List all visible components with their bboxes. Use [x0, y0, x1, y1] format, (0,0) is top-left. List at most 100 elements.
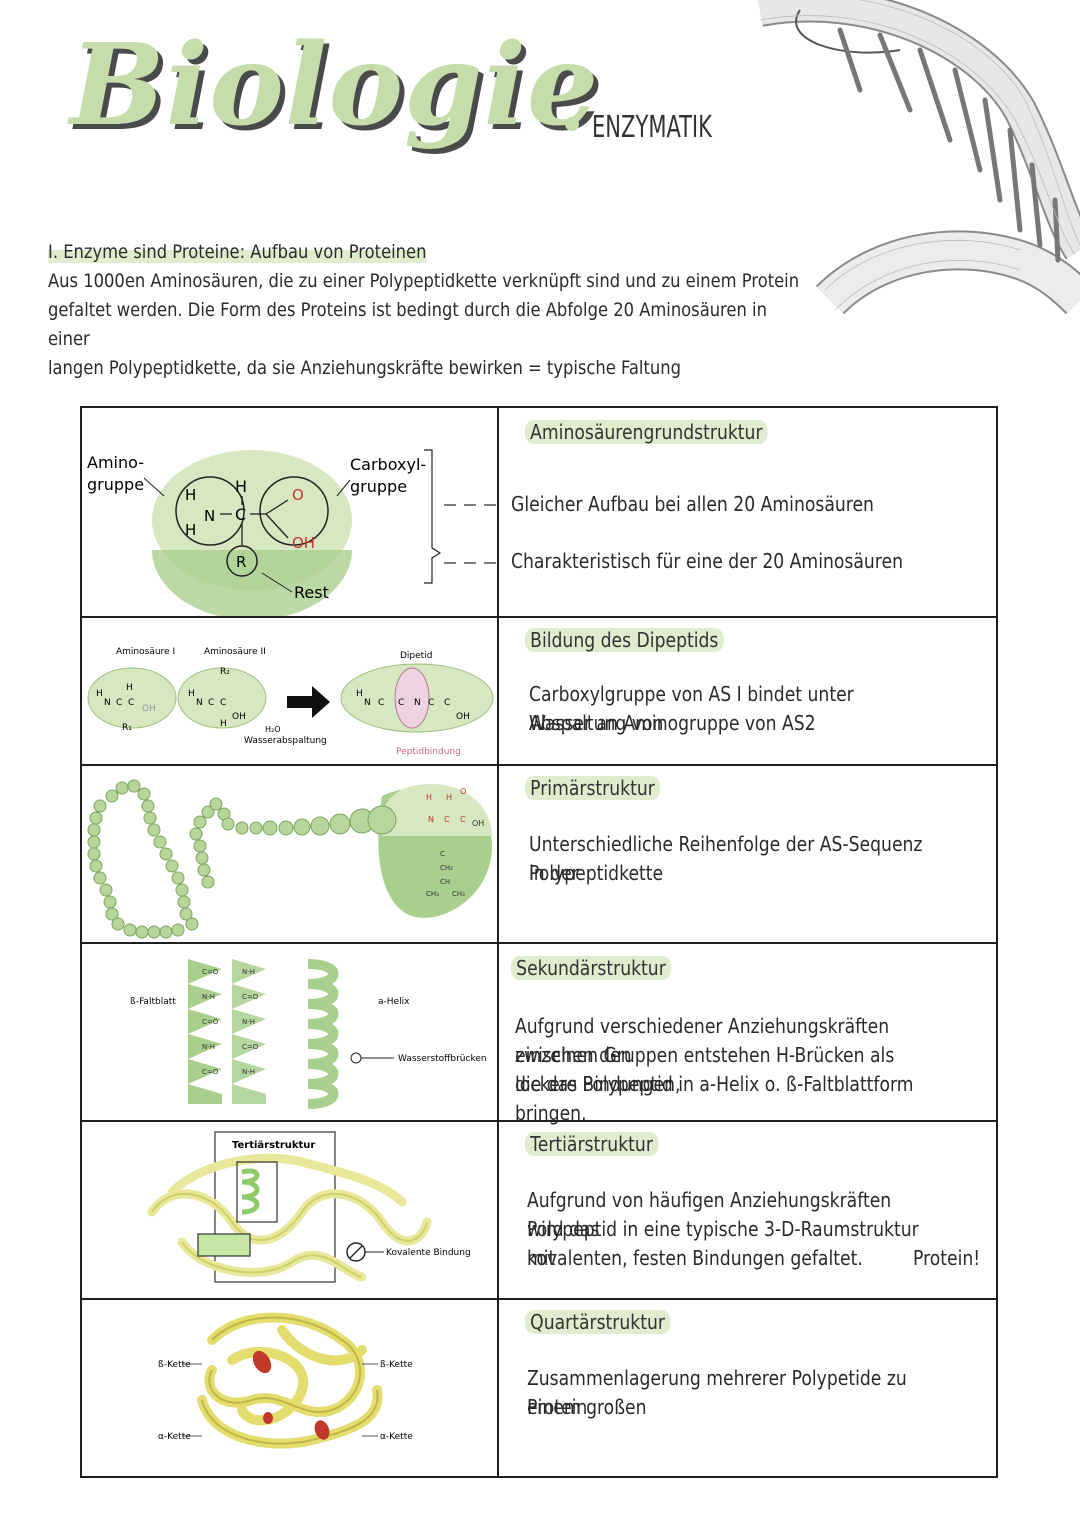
row-text-line: Zusammenlagerung mehrerer Polypetide zu … — [527, 1366, 907, 1419]
row-text-line: Aufgrund verschiedener Anziehungskräften… — [515, 1014, 890, 1067]
row-text-line: Polypeptidkette — [529, 861, 664, 885]
row-text-line: Protein — [527, 1395, 588, 1419]
svg-text:H: H — [126, 683, 133, 693]
dna-helix-image — [758, 0, 1080, 315]
rest-label: Rest — [294, 583, 329, 602]
svg-text:C: C — [378, 698, 384, 708]
atom-n: N — [204, 507, 215, 525]
intro-line: langen Polypeptidkette, da sie Anziehung… — [48, 357, 681, 379]
svg-text:N-H: N-H — [242, 1068, 255, 1076]
amino-group-label: gruppe — [87, 475, 144, 494]
svg-text:H: H — [188, 689, 195, 699]
svg-text:CH₃: CH₃ — [426, 890, 439, 898]
table-row-amino-structure: H H N H C O OH R Amino- gruppe Carboxyl-… — [82, 408, 996, 618]
intro-line: Aus 1000en Aminosäuren, die zu einer Pol… — [48, 270, 800, 292]
atom-h: H — [185, 486, 196, 504]
atom-oh: OH — [292, 534, 315, 552]
tertiary-structure-diagram: Tertiärstruktur Kovalente Bindung — [82, 1122, 499, 1298]
beta-sheet-label: ß-Faltblatt — [130, 997, 176, 1007]
table-row-tertiary: Tertiärstruktur Kovalente Bindung — [82, 1122, 996, 1300]
atom-h: H — [235, 477, 247, 496]
svg-text:N: N — [414, 698, 421, 708]
peptide-bond-label: Peptidbindung — [396, 747, 461, 757]
alpha-helix-label: a-Helix — [378, 997, 410, 1007]
amino-acid-2-label: Aminosäure II — [204, 647, 266, 657]
svg-text:N-H: N-H — [202, 1043, 215, 1051]
svg-text:C: C — [444, 815, 450, 824]
svg-text:N: N — [196, 698, 203, 708]
row-text-line: Unterschiedliche Reihenfolge der AS-Sequ… — [529, 832, 923, 885]
svg-text:C=O: C=O — [202, 1018, 219, 1026]
r2-label: R₂ — [220, 667, 230, 677]
svg-text:C: C — [116, 698, 122, 708]
page-subtitle: ENZYMATIK — [592, 110, 712, 145]
beta-chain-left-label: ß-Kette — [158, 1360, 191, 1370]
atom-r: R — [236, 553, 246, 571]
row-heading: Sekundärstruktur — [511, 956, 671, 980]
row-text-line: Polypeptid in eine typische 3-D-Raumstru… — [527, 1217, 919, 1270]
r1-label: R₁ — [122, 723, 132, 733]
svg-text:H: H — [426, 793, 432, 802]
alpha-chain-left-label: α-Kette — [158, 1432, 191, 1442]
svg-text:H: H — [446, 793, 452, 802]
svg-text:N-H: N-H — [242, 1018, 255, 1026]
svg-text:N: N — [104, 698, 111, 708]
row-text-line: Wasser an Aminogruppe von AS2 — [529, 711, 816, 735]
row-text-line: Charakteristisch für eine der 20 Aminosä… — [511, 549, 903, 573]
svg-text:C=O: C=O — [242, 993, 259, 1001]
dipeptide-label: Dipetid — [400, 651, 432, 661]
alpha-chain-right-label: α-Kette — [380, 1432, 413, 1442]
svg-text:C: C — [444, 698, 450, 708]
beta-chain-right-label: ß-Kette — [380, 1360, 413, 1370]
table-row-quaternary: ß-Kette ß-Kette α-Kette α-Kette Quartärs… — [82, 1300, 996, 1478]
svg-text:OH: OH — [472, 819, 484, 828]
svg-text:C: C — [208, 698, 214, 708]
hydrogen-bond-label: Wasserstoffbrücken — [398, 1054, 487, 1064]
svg-text:H: H — [220, 719, 227, 729]
row-heading: Aminosäurengrundstruktur — [525, 420, 768, 444]
svg-text:OH: OH — [232, 712, 246, 722]
water-formula: H₂O — [265, 725, 281, 734]
intro-line: gefaltet werden. Die Form des Proteins i… — [48, 299, 767, 350]
svg-text:C: C — [398, 698, 404, 708]
row-heading: Primärstruktur — [525, 776, 660, 800]
intro-heading: I. Enzyme sind Proteine: Aufbau von Prot… — [48, 241, 427, 263]
svg-text:N-H: N-H — [202, 993, 215, 1001]
row-heading: Bildung des Dipeptids — [525, 628, 724, 652]
structure-table: H H N H C O OH R Amino- gruppe Carboxyl-… — [80, 406, 998, 1478]
title-dot — [565, 117, 579, 131]
carboxyl-group-label: gruppe — [350, 477, 407, 496]
svg-text:CH₃: CH₃ — [452, 890, 465, 898]
row-text-line: Aufgrund von häufigen Anziehungskräften … — [527, 1188, 892, 1241]
svg-text:CH: CH — [440, 878, 450, 886]
water-removal-label: Wasserabspaltung — [244, 736, 327, 746]
amino-acid-1-label: Aminosäure I — [116, 647, 175, 657]
protein-note: Protein! — [913, 1246, 981, 1270]
row-text-line: die das Polypeptid in a-Helix o. ß-Faltb… — [515, 1072, 914, 1125]
svg-text:H: H — [356, 689, 363, 699]
row-text-line: Gleicher Aufbau bei allen 20 Aminosäuren — [511, 492, 874, 516]
row-heading: Tertiärstruktur — [525, 1132, 659, 1156]
svg-text:C=O: C=O — [202, 1068, 219, 1076]
svg-text:C: C — [440, 850, 445, 858]
row-text-line: kovalenten, festen Bindungen gefaltet. — [527, 1246, 863, 1270]
page-title: Biologie — [70, 20, 600, 151]
svg-text:OH: OH — [456, 712, 470, 722]
svg-text:N: N — [364, 698, 371, 708]
quaternary-structure-diagram: ß-Kette ß-Kette α-Kette α-Kette — [82, 1300, 499, 1478]
row-text-line: einzelnen Gruppen entstehen H-Brücken al… — [515, 1043, 895, 1096]
intro-section: I. Enzyme sind Proteine: Aufbau von Prot… — [48, 238, 808, 383]
svg-text:CH₂: CH₂ — [440, 864, 453, 872]
svg-text:C: C — [220, 698, 226, 708]
svg-text:O: O — [460, 787, 466, 796]
amino-acid-diagram: H H N H C O OH R Amino- gruppe Carboxyl-… — [82, 408, 499, 616]
carboxyl-group-label: Carboxyl- — [350, 455, 426, 474]
atom-c: C — [235, 505, 246, 524]
svg-text:C: C — [128, 698, 134, 708]
